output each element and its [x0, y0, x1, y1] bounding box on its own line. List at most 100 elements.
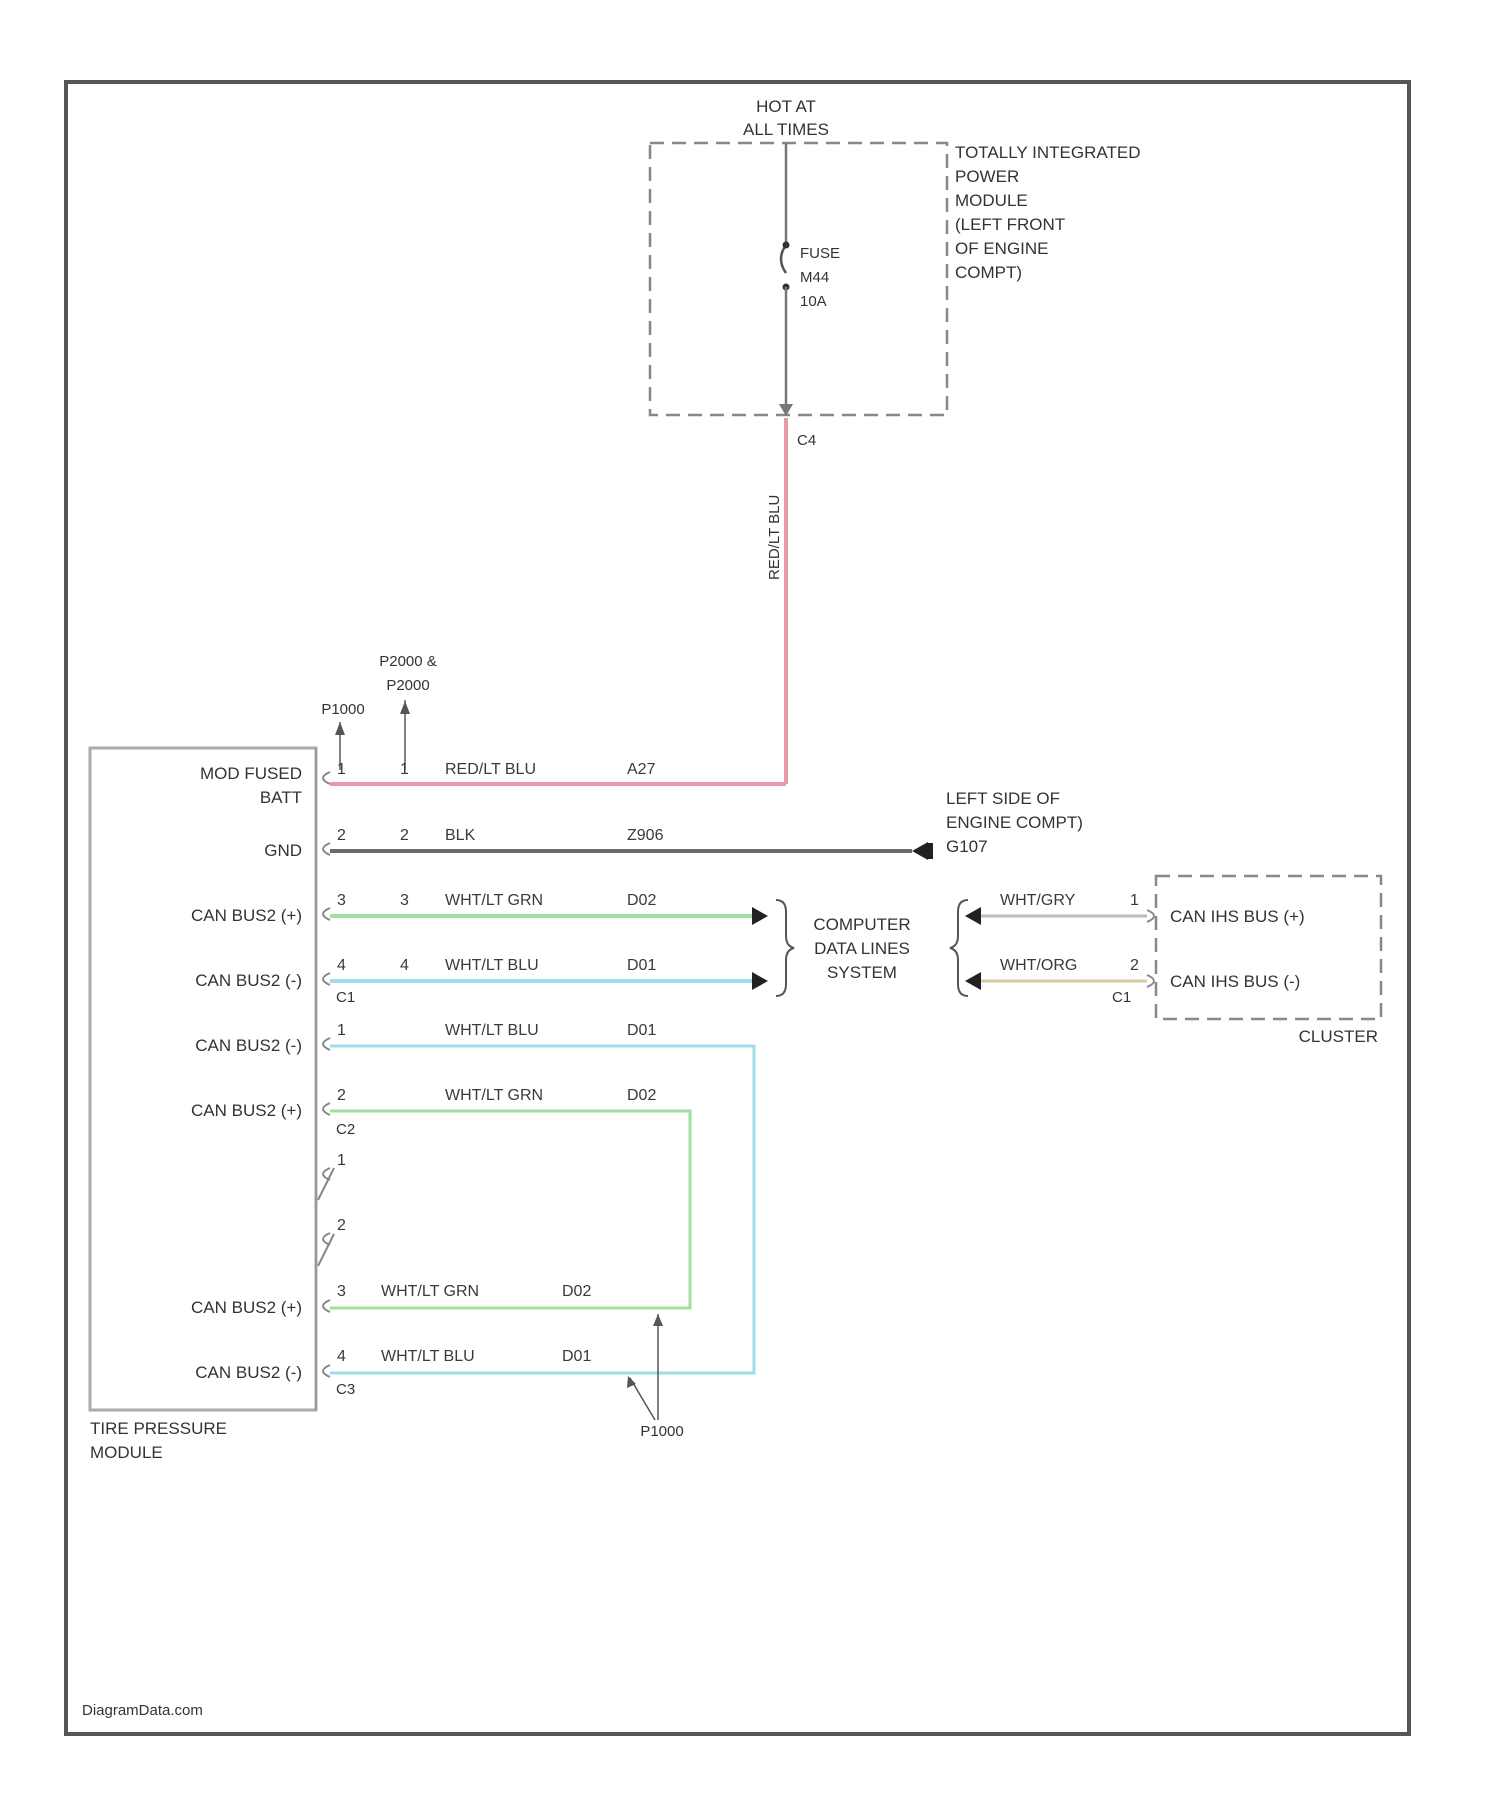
wire-3-pin2: 3 [400, 892, 409, 909]
wire-9-circuit: D02 [562, 1283, 591, 1300]
open-pin-2 [318, 1234, 334, 1266]
splice-p1000-label: P1000 [321, 701, 364, 718]
cluster-wire-1-color: WHT/GRY [1000, 892, 1076, 909]
riser-wire-label: RED/LT BLU [766, 495, 783, 580]
ground-terminal-icon [926, 843, 933, 859]
module-pin-label-c3-3: CAN BUS2 (+) [191, 1298, 302, 1317]
cdl-label-2: DATA LINES [814, 939, 910, 958]
pin-stub-2 [323, 843, 330, 855]
pin-stub-5 [323, 1038, 330, 1050]
all-times-label: ALL TIMES [743, 120, 829, 139]
module-pin-label-c2-1: CAN BUS2 (-) [195, 1036, 302, 1055]
cdl-arrow-minus [752, 972, 768, 990]
splice-p2000-label-1: P2000 & [379, 653, 437, 670]
wire-6-pin: 2 [337, 1087, 346, 1104]
connector-c1-label: C1 [336, 989, 355, 1006]
fuse-label-1: FUSE [800, 245, 840, 262]
fuse-label-2: M44 [800, 269, 829, 286]
tipm-label-1: TOTALLY INTEGRATED [955, 143, 1140, 162]
pin-stub-1 [323, 772, 330, 784]
module-pin-label-1: MOD FUSED [200, 764, 302, 783]
wire-10-pin: 4 [337, 1348, 346, 1365]
wire-9-color: WHT/LT GRN [381, 1283, 479, 1300]
module-name-1: TIRE PRESSURE [90, 1419, 227, 1438]
wire-8-pin: 2 [337, 1217, 346, 1234]
cdl-arrow-plus [752, 907, 768, 925]
wire-5-circuit: D01 [627, 1022, 656, 1039]
cdl-label-3: SYSTEM [827, 963, 897, 982]
module-pin-label-c2-2: CAN BUS2 (+) [191, 1101, 302, 1120]
module-pin-label-batt: BATT [260, 788, 302, 807]
wire-10-circuit: D01 [562, 1348, 591, 1365]
cluster-pin-stub-1 [1147, 910, 1154, 922]
module-name-2: MODULE [90, 1443, 163, 1462]
cluster-wire-1-pin: 1 [1130, 892, 1139, 909]
cluster-arrow-plus [965, 907, 981, 925]
wire-2-pin: 2 [337, 827, 346, 844]
ground-label-3: G107 [946, 837, 988, 856]
wire-7-pin: 1 [337, 1152, 346, 1169]
footer-watermark: DiagramData.com [82, 1702, 203, 1719]
splice-p1000-arrow [335, 722, 345, 735]
splice-bottom-label: P1000 [640, 1423, 683, 1440]
wire-9-pin: 3 [337, 1283, 346, 1300]
wire-3-pin: 3 [337, 892, 346, 909]
cluster-name-label: CLUSTER [1299, 1027, 1378, 1046]
cdl-label-1: COMPUTER [813, 915, 910, 934]
ground-arrow-icon [912, 842, 928, 860]
ground-label-1: LEFT SIDE OF [946, 789, 1060, 808]
pin-stub-4 [323, 973, 330, 985]
tipm-label-5: OF ENGINE [955, 239, 1049, 258]
wire-6-color: WHT/LT GRN [445, 1087, 543, 1104]
pin-stub-3 [323, 908, 330, 920]
wire-4-circuit: D01 [627, 957, 656, 974]
wire-c2-d02-loop [330, 1111, 690, 1308]
wire-4-pin2: 4 [400, 957, 409, 974]
wire-2-pin2: 2 [400, 827, 409, 844]
fuse-terminal-top [783, 242, 790, 249]
splice-p2000-label-2: P2000 [386, 677, 429, 694]
tipm-box [650, 143, 947, 415]
tipm-label-2: POWER [955, 167, 1019, 186]
wire-3-color: WHT/LT GRN [445, 892, 543, 909]
fuse-symbol [781, 245, 786, 273]
cluster-pin-1-label: CAN IHS BUS (+) [1170, 907, 1305, 926]
hot-at-label: HOT AT [756, 97, 816, 116]
connector-c3-label: C3 [336, 1381, 355, 1398]
wire-2-color: BLK [445, 827, 476, 844]
wire-10-color: WHT/LT BLU [381, 1348, 475, 1365]
tipm-connector-label: C4 [797, 432, 816, 449]
wire-4-color: WHT/LT BLU [445, 957, 539, 974]
module-pin-label-c1-3: CAN BUS2 (+) [191, 906, 302, 925]
splice-bottom-arrow-1 [653, 1314, 663, 1326]
pin-stub-6 [323, 1103, 330, 1115]
cluster-pin-stub-2 [1147, 975, 1154, 987]
splice-p2000-arrow [400, 701, 410, 714]
wire-6-circuit: D02 [627, 1087, 656, 1104]
tipm-label-6: COMPT) [955, 263, 1022, 282]
cdl-brace-left [776, 900, 794, 996]
wire-1-color: RED/LT BLU [445, 761, 536, 778]
fuse-label-3: 10A [800, 293, 827, 310]
pin-stub-9 [323, 1300, 330, 1312]
wire-1-circuit: A27 [627, 761, 656, 778]
open-pin-1 [318, 1168, 334, 1200]
module-pin-label-c3-4: CAN BUS2 (-) [195, 1363, 302, 1382]
wire-3-circuit: D02 [627, 892, 656, 909]
module-pin-label-c1-4: CAN BUS2 (-) [195, 971, 302, 990]
wire-1-pin: 1 [337, 761, 346, 778]
cdl-brace-right [950, 900, 968, 996]
tipm-label-4: (LEFT FRONT [955, 215, 1065, 234]
tipm-label-3: MODULE [955, 191, 1028, 210]
cluster-pin-2-label: CAN IHS BUS (-) [1170, 972, 1300, 991]
cluster-arrow-minus [965, 972, 981, 990]
cluster-wire-2-pin: 2 [1130, 957, 1139, 974]
pin-stub-10 [323, 1365, 330, 1377]
connector-c2-label: C2 [336, 1121, 355, 1138]
cluster-connector-label: C1 [1112, 989, 1131, 1006]
cluster-wire-2-color: WHT/ORG [1000, 957, 1077, 974]
ground-label-2: ENGINE COMPT) [946, 813, 1083, 832]
wire-5-color: WHT/LT BLU [445, 1022, 539, 1039]
module-pin-label-gnd: GND [264, 841, 302, 860]
